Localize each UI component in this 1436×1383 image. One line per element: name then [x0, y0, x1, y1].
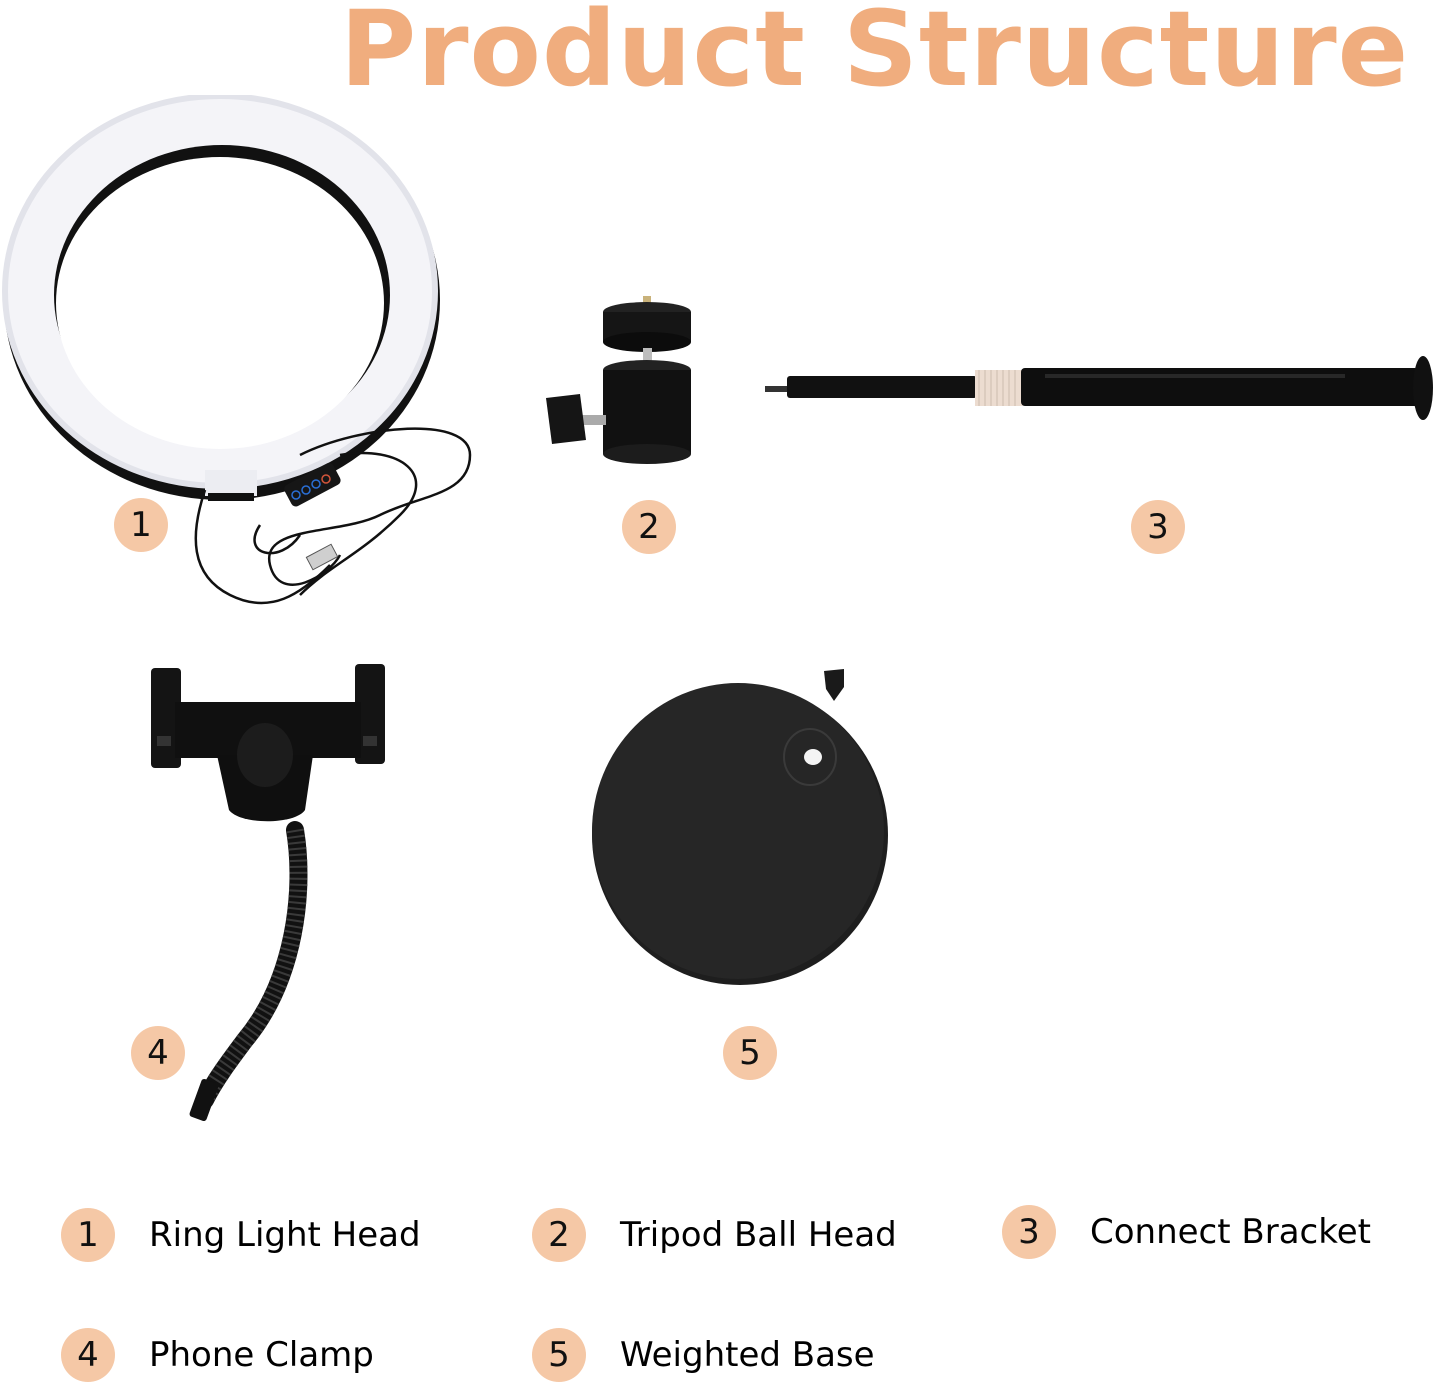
- legend-badge-1: 1: [61, 1208, 115, 1262]
- ring-light-icon: [0, 95, 500, 615]
- legend-item-tripod-ball-head: 2 Tripod Ball Head: [532, 1208, 897, 1262]
- legend-badge-2: 2: [532, 1208, 586, 1262]
- legend-badge-5: 5: [532, 1328, 586, 1382]
- ball-head-icon: [540, 290, 700, 470]
- part-badge-2: 2: [622, 500, 676, 554]
- legend-label: Tripod Ball Head: [620, 1215, 897, 1255]
- legend-badge-3: 3: [1002, 1205, 1056, 1259]
- legend-item-ring-light-head: 1 Ring Light Head: [61, 1208, 421, 1262]
- legend-label: Phone Clamp: [149, 1335, 374, 1375]
- legend-label: Connect Bracket: [1090, 1212, 1371, 1252]
- legend-item-phone-clamp: 4 Phone Clamp: [61, 1328, 374, 1382]
- weighted-base-icon: [588, 665, 898, 995]
- legend-badge-4: 4: [61, 1328, 115, 1382]
- legend-item-connect-bracket: 3 Connect Bracket: [1002, 1205, 1371, 1259]
- legend-label: Ring Light Head: [149, 1215, 421, 1255]
- part-badge-4: 4: [131, 1026, 185, 1080]
- part-badge-1: 1: [114, 498, 168, 552]
- legend-label: Weighted Base: [620, 1335, 875, 1375]
- part-badge-3: 3: [1131, 500, 1185, 554]
- legend-item-weighted-base: 5 Weighted Base: [532, 1328, 875, 1382]
- page-title: Product Structure: [340, 0, 1410, 110]
- part-badge-5: 5: [723, 1026, 777, 1080]
- phone-clamp-icon: [145, 660, 405, 1140]
- bracket-rod-icon: [765, 352, 1436, 432]
